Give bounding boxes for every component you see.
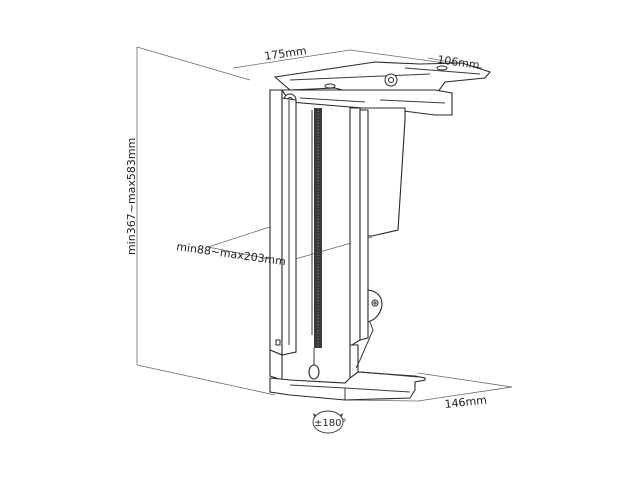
- label-base-depth: 146mm: [444, 394, 488, 411]
- side-latch: [355, 289, 383, 369]
- pull-handle-icon: [308, 364, 320, 380]
- label-depth-top: 106mm: [437, 53, 481, 72]
- adjustment-spring: [308, 108, 322, 380]
- right-vertical-arm: [349, 107, 369, 381]
- label-height-range: min367~max583mm: [125, 138, 138, 255]
- rotation-indicator: [312, 410, 344, 434]
- label-rotation: ±180°: [314, 418, 346, 429]
- height-dimension: [136, 46, 276, 396]
- label-width-top: 175mm: [264, 44, 308, 63]
- left-vertical-arm: [269, 89, 297, 381]
- base-tray: [269, 371, 426, 401]
